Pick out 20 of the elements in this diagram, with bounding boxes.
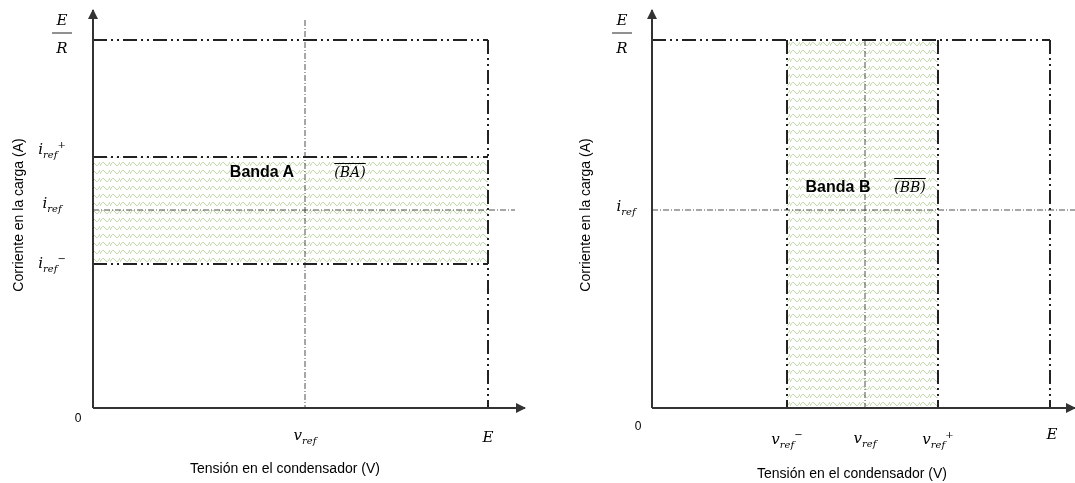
fraction-denominator: R (56, 40, 68, 56)
axis-tick-label: i$_{ref}$ (616, 199, 636, 217)
fraction-denominator: R (616, 40, 628, 56)
axis-tick-label: E (1046, 426, 1058, 442)
axis-title: Corriente en la carga (A) (578, 138, 592, 292)
axis-tick-label: E (482, 429, 494, 445)
axis-title: Tensión en el condensador (V) (757, 466, 947, 480)
axis-tick-label: v$_{ref}$ (293, 428, 317, 446)
axis-title: Corriente en la carga (A) (11, 138, 25, 292)
axis-tick-label: i$_{ref}$ (42, 196, 62, 214)
band-symbol: (BB) (894, 180, 926, 194)
axis-tick-label: v$_{ref}$ (853, 431, 877, 449)
band-symbol: (BA) (334, 165, 366, 179)
band-label: Banda B (805, 179, 871, 195)
fraction-numerator: E (616, 12, 628, 28)
fraction-numerator: E (56, 12, 68, 28)
axis-title: Tensión en el condensador (V) (190, 461, 380, 475)
axis-tick-label: 0 (634, 420, 642, 432)
axis-tick-label: 0 (74, 412, 82, 424)
band-label: Banda A (229, 164, 295, 180)
